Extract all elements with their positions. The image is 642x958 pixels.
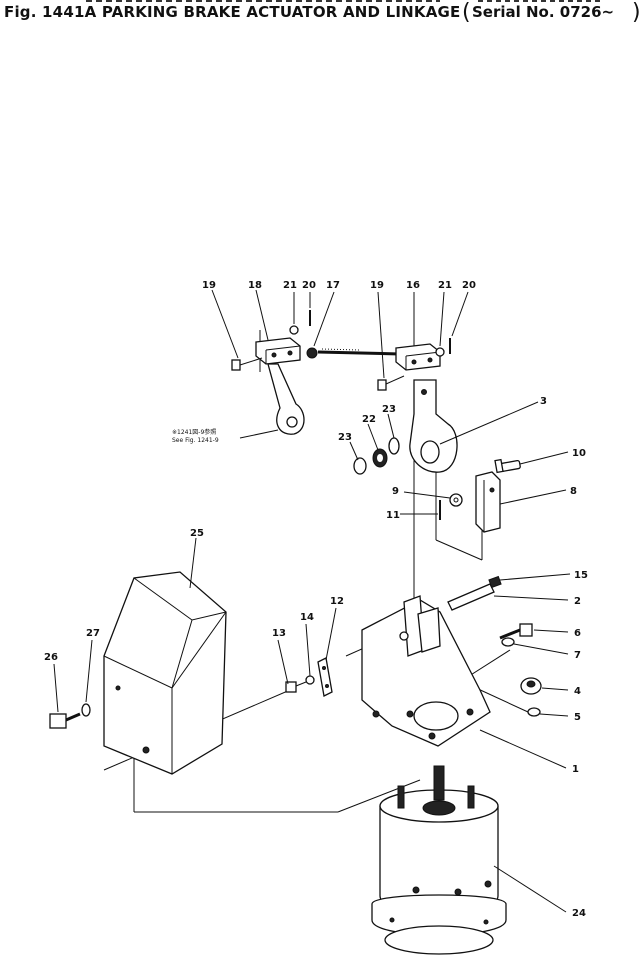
pin-10 [494,458,521,474]
yoke-18 [255,337,301,365]
threaded-rod [317,348,401,356]
washer-21-left [289,325,299,335]
callout-22: 22 [362,414,376,425]
callout-20: 20 [302,280,316,291]
figure-title: Fig. 1441A PARKING BRAKE ACTUATOR AND LI… [4,3,461,21]
callout-15: 15 [574,570,588,581]
callout-10: 10 [572,448,586,459]
callout-5: 5 [574,712,581,723]
callout-24: 24 [572,908,586,919]
reference-note-jp: ※1241図-9参照 [172,428,216,436]
callout-21: 21 [283,280,297,291]
callout-26: 26 [44,652,58,663]
plate-12 [317,657,333,697]
callout-9: 9 [392,486,399,497]
callout-20: 20 [462,280,476,291]
washer-14 [305,675,315,685]
callout-13: 13 [272,628,286,639]
bolt-26 [49,712,81,729]
callout-21: 21 [438,280,452,291]
actuator-24 [371,765,507,955]
washer-27 [81,703,91,717]
callout-17: 17 [326,280,340,291]
callout-27: 27 [86,628,100,639]
callout-19: 19 [370,280,384,291]
reference-note: ※1241図-9参照 See Fig. 1241-9 [172,428,219,444]
callout-12: 12 [330,596,344,607]
lever-3 [409,379,458,473]
callout-25: 25 [190,528,204,539]
clevis-8 [475,471,501,533]
callout-8: 8 [570,486,577,497]
callout-23: 23 [338,432,352,443]
callout-7: 7 [574,650,581,661]
callout-18: 18 [248,280,262,291]
pin-2 [447,583,495,611]
washer-5 [527,707,541,717]
callout-2: 2 [574,596,581,607]
callout-11: 11 [386,510,400,521]
callout-6: 6 [574,628,581,639]
nut-17 [306,347,318,359]
callout-19: 19 [202,280,216,291]
serial-close-paren: ) [632,0,641,25]
washer-9 [449,493,463,507]
serial-number: Serial No. 0726~ [472,3,615,21]
callout-23: 23 [382,404,396,415]
callout-16: 16 [406,280,420,291]
bolt-6 [499,623,533,640]
lever-arm-reference [267,363,305,435]
callout-4: 4 [574,686,581,697]
bolt-13 [285,681,307,693]
bolt-15 [488,575,502,589]
callouts: 19 18 21 20 17 19 16 21 20 3 22 23 23 10… [44,280,588,919]
bearing-stack [353,437,400,475]
bolt-19-right [377,375,405,391]
serial-open-paren: ( [462,0,471,25]
washer-7 [501,637,515,647]
leader-lines [53,289,571,913]
washer-21-right [435,347,445,357]
bolt-19-left [231,357,263,371]
callout-14: 14 [300,612,314,623]
bracket-1 [361,595,491,747]
yoke-16 [395,343,441,371]
cover-25 [103,571,227,775]
callout-3: 3 [540,396,547,407]
nut-4 [520,677,542,695]
reference-note-en: See Fig. 1241-9 [172,437,219,444]
callout-1: 1 [572,764,579,775]
